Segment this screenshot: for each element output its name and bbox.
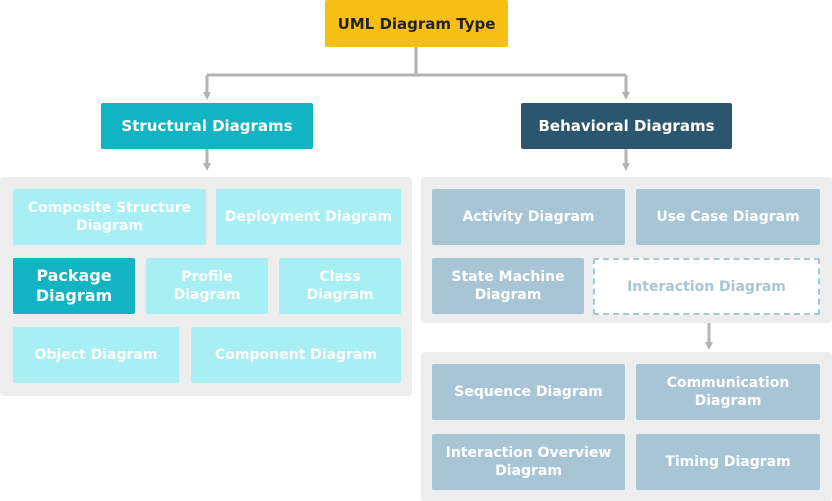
package-diagram-node: Package Diagram (13, 258, 135, 314)
communication-diagram-node: Communication Diagram (636, 364, 820, 420)
activity-diagram-node: Activity Diagram (432, 189, 625, 245)
component-diagram-node: Component Diagram (191, 327, 401, 383)
interaction-diagram-node: Interaction Diagram (593, 258, 820, 315)
object-diagram-node: Object Diagram (13, 327, 179, 383)
profile-diagram-node: Profile Diagram (146, 258, 268, 314)
deployment-diagram-node: Deployment Diagram (216, 189, 401, 245)
interaction-overview-diagram-node: Interaction Overview Diagram (432, 434, 625, 490)
root-connector (207, 47, 626, 77)
root-node: UML Diagram Type (325, 0, 508, 47)
composite-structure-diagram-node: Composite Structure Diagram (13, 189, 206, 245)
use-case-diagram-node: Use Case Diagram (636, 189, 820, 245)
class-diagram-node: Class Diagram (279, 258, 401, 314)
behavioral-diagrams-header: Behavioral Diagrams (521, 103, 732, 149)
state-machine-diagram-node: State Machine Diagram (432, 258, 584, 314)
structural-diagrams-header: Structural Diagrams (101, 103, 313, 149)
timing-diagram-node: Timing Diagram (636, 434, 820, 490)
sequence-diagram-node: Sequence Diagram (432, 364, 625, 420)
